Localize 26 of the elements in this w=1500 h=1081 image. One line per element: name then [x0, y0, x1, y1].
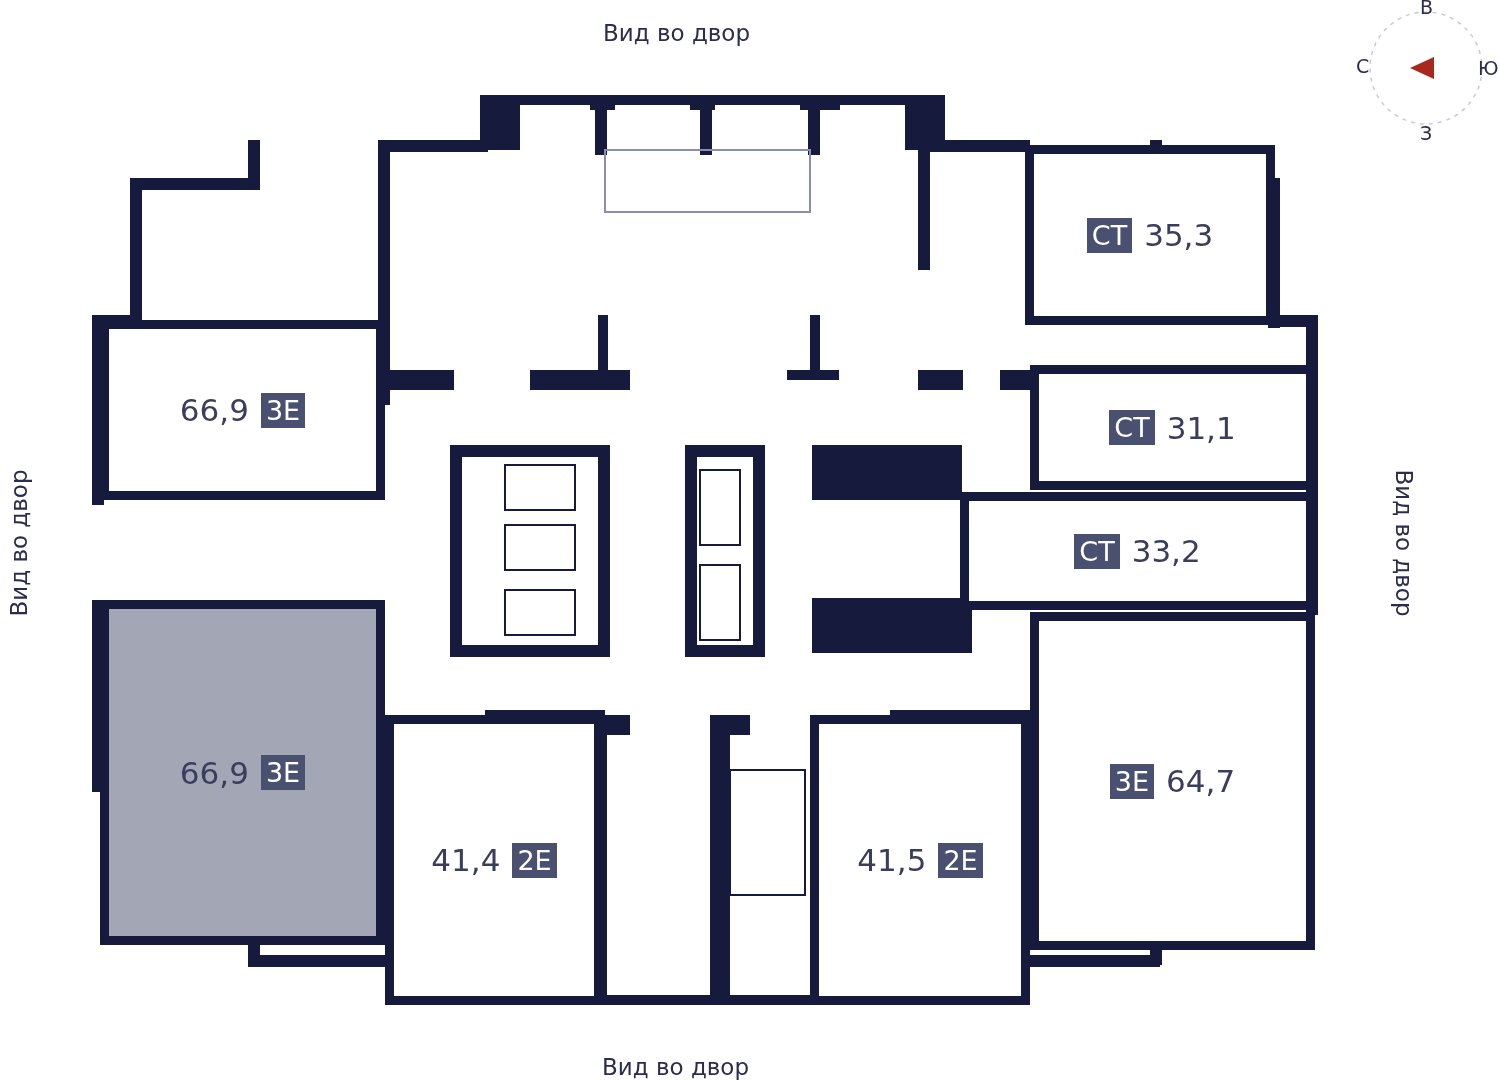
apartment-room	[1030, 612, 1315, 950]
apartment-type-badge: 2Е	[512, 842, 557, 878]
view-label: Вид во двор	[1390, 469, 1417, 617]
area-value: 66,9	[179, 754, 249, 791]
view-label: Вид во двор	[603, 20, 750, 46]
apartment-type-badge: 3Е	[260, 755, 306, 790]
area-value: 64,7	[1166, 763, 1236, 799]
apartment-type-badge: СТ	[1086, 217, 1133, 253]
view-label: Вид во двор	[602, 1054, 749, 1080]
compass-direction: З	[1420, 122, 1433, 144]
area-value: 33,2	[1131, 533, 1201, 569]
area-value: 41,5	[857, 842, 927, 878]
compass-direction: С	[1356, 55, 1370, 77]
area-value: 31,1	[1166, 409, 1236, 446]
compass-direction: Ю	[1478, 57, 1499, 79]
apartment-type-badge: 2Е	[938, 842, 983, 878]
apartment-type-badge: 3Е	[1109, 763, 1155, 799]
apartment-type-badge: СТ	[1074, 533, 1120, 569]
area-value: 35,3	[1144, 217, 1214, 253]
view-label: Вид во двор	[5, 469, 32, 617]
apartment-type-badge: СТ	[1109, 410, 1155, 445]
apartment-room	[1025, 145, 1275, 325]
apartment-type-badge: 3Е	[260, 392, 306, 428]
compass-direction: В	[1420, 0, 1434, 18]
area-value: 41,4	[431, 842, 501, 878]
area-value: 66,9	[179, 392, 249, 428]
